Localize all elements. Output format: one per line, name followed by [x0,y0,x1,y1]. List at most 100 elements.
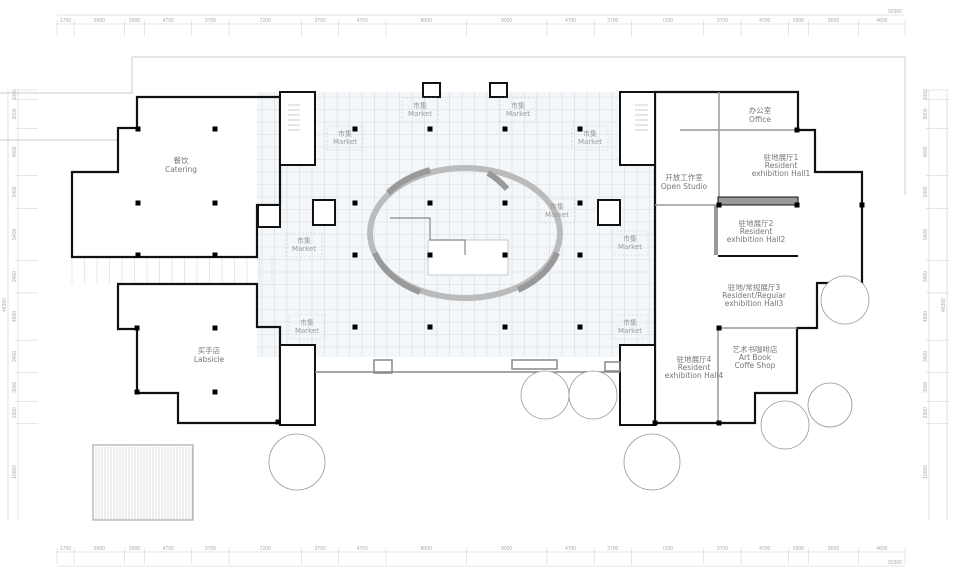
dimension-label: 3700 [717,546,728,552]
dimension-label: 4900 [923,311,929,322]
column [716,325,722,331]
dimension-label: 4700 [163,18,174,24]
column [716,202,722,208]
dimension-label: 3700 [607,546,618,552]
site-boundary [0,56,906,195]
dimension-label: 8000 [421,546,432,552]
dimension-label: 2300 [923,407,929,418]
dimension-total-label: 92300 [888,560,902,566]
dimension-label: 5400 [12,229,18,240]
column [427,200,433,206]
dimension-label: 8000 [501,546,512,552]
dimension-label: 5000 [828,546,839,552]
market-label-zh: 市集 [338,129,352,138]
column [577,200,583,206]
labsicle-room [116,282,282,425]
atrium-seating-top [385,167,431,196]
column [794,202,800,208]
column [352,252,358,258]
market-label-en: Market [618,327,642,335]
column [502,200,508,206]
dimension-label: 8000 [421,18,432,24]
ramp [92,444,194,521]
column [212,252,218,258]
artbook-label-zh: 艺术书咖啡店 [733,344,778,354]
dimension-total-label: 92300 [888,9,902,15]
market-stall-outline [571,125,609,151]
dimension-label: 7200 [662,546,673,552]
labsicle-label-zh: 买手店 [198,345,221,355]
dimension-label: 2300 [12,407,18,418]
hall2-label-zh: 驻地展厅2 [739,218,774,228]
artbook-label-en2: Coffe Shop [735,361,776,370]
dimension-label: 3700 [717,18,728,24]
column [427,324,433,330]
hall2-wall [717,196,799,206]
hall2-label-en2: exhibition Hall2 [727,235,786,244]
hall2-label-en1: Resident [740,227,773,236]
market-label-zh: 市集 [413,101,427,110]
dimension-label: 2000 [129,546,140,552]
column [427,126,433,132]
dimension-label: 1000 [923,89,929,100]
catering-label-en: Catering [165,165,197,174]
hall1-label-en2: exhibition Hall1 [752,169,811,178]
market-labels: 市集Market市集Market市集Market市集Market市集Market… [285,97,649,340]
market-label-en: Market [408,110,432,118]
dimension-label: 4700 [565,546,576,552]
open-studio-label-en: Open Studio [661,182,708,191]
column [794,127,800,133]
market-label-en: Market [618,243,642,251]
dimension-label: 4600 [876,18,887,24]
stair-treads [288,104,648,131]
dimension-label: 4900 [12,311,18,322]
column [275,419,281,425]
column [577,324,583,330]
hall4-label-zh: 驻地展厅4 [677,354,712,364]
market-label-en: Market [333,138,357,146]
room-labels: 餐饮 Catering 买手店 Labsicle 开放工作室 Open Stud… [165,105,811,380]
market-label-en: Market [295,327,319,335]
dimension-label: 3700 [607,18,618,24]
dimension-label: 3400 [12,186,18,197]
atrium-seating-bottom-left [372,251,422,295]
market-label-en: Market [506,110,530,118]
dimension-label: 5000 [828,18,839,24]
catering-label-zh: 餐饮 [174,155,189,165]
market-stall-outline [611,314,649,340]
market-label-en: Market [578,138,602,146]
market-stall-outline [285,232,323,258]
hall1-label-zh: 驻地展厅1 [764,152,799,162]
column [135,200,141,206]
market-stall-outline [499,97,537,123]
market-stall-outline [611,230,649,256]
ramp-outline [92,444,194,521]
column [352,200,358,206]
column [352,126,358,132]
hall4-label-en1: Resident [678,363,711,372]
dimension-label: 3000 [923,381,929,392]
column [352,324,358,330]
column [427,252,433,258]
dimension-label: 3700 [314,546,325,552]
column [212,126,218,132]
catering-room [70,95,282,259]
dimension-label: 4700 [357,18,368,24]
dimension-label: 10000 [12,465,18,479]
market-label-zh: 市集 [583,129,597,138]
atrium-seating-bottom-right [516,251,560,293]
column [577,126,583,132]
column [502,126,508,132]
column [212,200,218,206]
column [859,202,865,208]
market-label-zh: 市集 [623,318,637,327]
dimension-label: 1000 [12,89,18,100]
dimension-label: 4900 [12,146,18,157]
dimension-label: 4600 [876,546,887,552]
office-label-en: Office [749,115,771,124]
central-stair [427,239,509,276]
hall1-label-en1: Resident [765,161,798,170]
hall3-label-zh: 驻地/常规展厅3 [728,282,781,292]
dimension-label: 4700 [565,18,576,24]
